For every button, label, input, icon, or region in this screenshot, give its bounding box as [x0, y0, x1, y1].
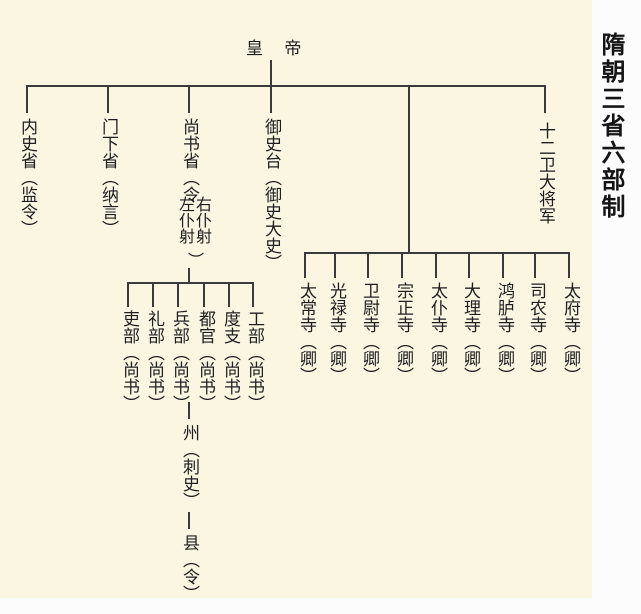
node-weiwei-si: 卫尉寺（卿）: [359, 282, 379, 384]
connector-drop-yushi: [270, 85, 272, 113]
connector-drop-libu-official: [127, 282, 129, 307]
connector-drop-zongzheng: [401, 252, 403, 278]
connector-drop-bingbu: [177, 282, 179, 307]
connector-drop-libu-rites: [152, 282, 154, 307]
node-shangshu-sheng: 尚书省（令: [179, 118, 199, 203]
node-shangshu-right-puye: 右仆射: [193, 196, 212, 244]
node-libu-rites: 礼部（尚书）: [144, 310, 164, 412]
connector-drop-shangshu: [188, 85, 190, 113]
node-xian-ling: 县（令）: [179, 534, 199, 602]
connector-emperor-down: [270, 60, 272, 87]
connector-drop-dali: [468, 252, 470, 278]
node-neishi-sheng: 内史省（监令）: [17, 118, 37, 237]
connector-to-zhou: [188, 402, 190, 419]
node-yushi-tai: 御史台（御史大史）: [261, 118, 281, 271]
node-sinong-si: 司农寺（卿）: [526, 282, 546, 384]
node-bingbu: 兵部（尚书）: [169, 310, 189, 412]
chart-background: [0, 0, 592, 598]
node-guanglu-si: 光禄寺（卿）: [326, 282, 346, 384]
connector-to-xian: [188, 512, 190, 529]
node-shangshu-close: ）: [185, 252, 204, 268]
connector-drop-taifu: [568, 252, 570, 278]
node-duzhi: 度支（尚书）: [220, 310, 240, 412]
node-taipu-si: 太仆寺（卿）: [427, 282, 447, 384]
connector-drop-weiwei: [367, 252, 369, 278]
connector-shangshu-down: [188, 268, 190, 284]
node-taifu-si: 太府寺（卿）: [560, 282, 580, 384]
node-taichang-si: 太常寺（卿）: [296, 282, 316, 384]
connector-main-bar: [26, 85, 546, 87]
node-menxia-sheng: 门下省（纳言）: [98, 118, 118, 237]
connector-drop-duzhi: [228, 282, 230, 307]
node-zhou-cishi: 州（刺史）: [179, 424, 199, 509]
connector-drop-shierwei: [544, 85, 546, 113]
node-emperor: 皇 帝: [246, 39, 310, 59]
node-gongbu: 工部（尚书）: [244, 310, 264, 412]
connector-ministries-bar: [127, 282, 254, 284]
connector-drop-neishi: [26, 85, 28, 113]
chart-title: 隋朝三省六部制: [597, 32, 626, 221]
connector-drop-sinong: [534, 252, 536, 278]
connector-drop-guanglu: [334, 252, 336, 278]
connector-drop-temples: [408, 85, 410, 254]
node-libu-personnel: 吏部（尚书）: [119, 310, 139, 412]
connector-drop-menxia: [107, 85, 109, 113]
node-shierwei-dajiangjun: 十二卫大将军: [535, 122, 555, 224]
connector-drop-duguan: [203, 282, 205, 307]
node-duguan: 都官（尚书）: [195, 310, 215, 412]
connector-drop-honglu: [502, 252, 504, 278]
connector-temples-bar: [304, 252, 570, 254]
node-dali-si: 大理寺（卿）: [460, 282, 480, 384]
connector-drop-taipu: [435, 252, 437, 278]
connector-drop-taichang: [304, 252, 306, 278]
connector-drop-gongbu: [252, 282, 254, 307]
node-honglu-si: 鸿胪寺（卿）: [494, 282, 514, 384]
node-zongzheng-si: 宗正寺（卿）: [393, 282, 413, 384]
node-shangshu-left-puye: 左仆射: [176, 196, 195, 244]
